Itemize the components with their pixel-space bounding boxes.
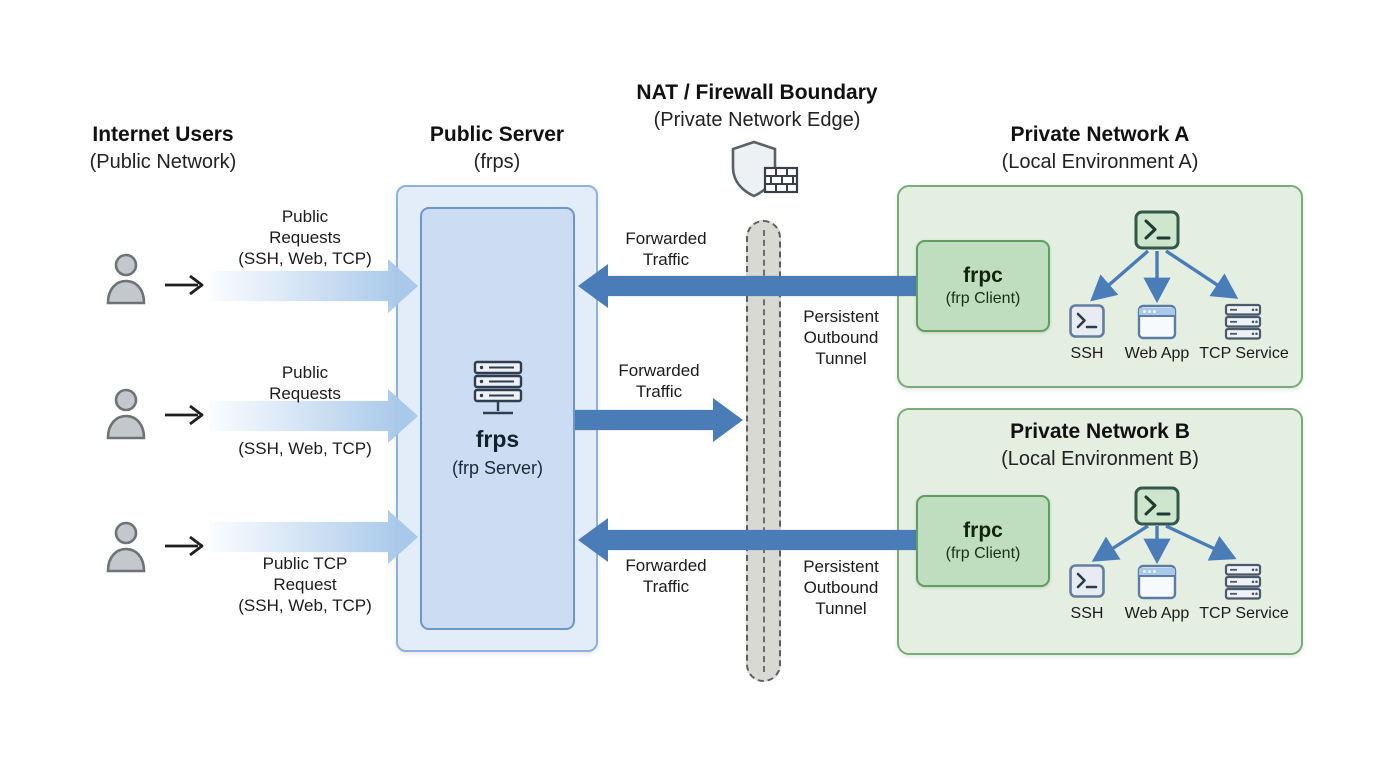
web-app-icon-b	[1137, 564, 1177, 600]
web-app-icon-a	[1137, 304, 1177, 340]
tunnel-b-l2: Outbound	[803, 578, 879, 597]
request-3-line2: Request	[273, 575, 337, 594]
service-label-ssh-a: SSH	[1070, 345, 1104, 362]
user-arrow-icon-3	[162, 533, 206, 559]
request-2-line1: Public	[281, 363, 329, 382]
server-rack-icon	[462, 359, 534, 421]
network-a-title: Private Network A	[1010, 123, 1190, 146]
public-server-title: Public Server	[429, 123, 565, 146]
tunnel-b-l1: Persistent	[803, 557, 879, 576]
user-arrow-icon-2	[162, 402, 206, 428]
fanout-arrows-a	[1050, 248, 1280, 308]
request-label-2-top: Public Requests	[205, 362, 405, 404]
nat-boundary-subtitle: (Private Network Edge)	[653, 109, 861, 131]
forwarded-top-l1: Forwarded	[625, 229, 707, 248]
service-label-webapp-b: Web App	[1124, 605, 1190, 622]
service-label-tcp-b: TCP Service	[1199, 605, 1289, 622]
ssh-icon-a	[1069, 304, 1105, 338]
service-label-tcp-a: TCP Service	[1199, 345, 1289, 362]
fanout-arrows-b	[1050, 524, 1280, 568]
service-label-webapp-a: Web App	[1124, 345, 1190, 362]
tunnel-label-a: Persistent Outbound Tunnel	[771, 306, 911, 369]
forwarded-mid-l2: Traffic	[635, 382, 683, 401]
request-label-3: Public TCP Request (SSH, Web, TCP)	[205, 553, 405, 616]
firewall-shield-icon	[727, 138, 801, 206]
forwarded-arrow-mid	[575, 398, 743, 442]
user-icon-2	[100, 385, 152, 443]
terminal-icon-a	[1134, 210, 1180, 250]
forwarded-traffic-label-bottom: Forwarded Traffic	[566, 555, 766, 597]
internet-users-heading: Internet Users (Public Network)	[13, 120, 313, 176]
network-a-subtitle: (Local Environment A)	[1001, 151, 1199, 173]
nat-boundary-heading: NAT / Firewall Boundary (Private Network…	[592, 78, 922, 134]
internet-users-subtitle: (Public Network)	[89, 151, 237, 173]
frpc-a-name: frpc	[963, 264, 1003, 287]
network-a-heading: Private Network A (Local Environment A)	[950, 120, 1250, 176]
request-1-line1: Public	[281, 207, 329, 226]
request-label-2-bottom: (SSH, Web, TCP)	[205, 438, 405, 459]
user-arrow-icon-1	[162, 272, 206, 298]
request-3-line3: (SSH, Web, TCP)	[238, 596, 372, 615]
tunnel-a-l3: Tunnel	[815, 349, 867, 368]
tunnel-a-l1: Persistent	[803, 307, 879, 326]
forwarded-top-l2: Traffic	[642, 250, 690, 269]
frps-node-name: frps	[475, 425, 520, 452]
network-b-box	[897, 408, 1303, 655]
user-icon-1	[100, 250, 152, 308]
tunnel-b-l3: Tunnel	[815, 599, 867, 618]
forwarded-bot-l1: Forwarded	[625, 556, 707, 575]
request-1-line2: Requests	[269, 228, 341, 247]
terminal-icon-b	[1134, 486, 1180, 526]
forwarded-mid-l1: Forwarded	[618, 361, 700, 380]
request-label-1: Public Requests (SSH, Web, TCP)	[205, 206, 405, 269]
internet-users-title: Internet Users	[92, 123, 234, 146]
request-2-line2: Requests	[269, 384, 341, 403]
request-3-line1: Public TCP	[262, 554, 348, 573]
frpc-b-sub: (frp Client)	[945, 545, 1021, 562]
tcp-service-icon-a	[1223, 302, 1263, 342]
forwarded-bot-l2: Traffic	[642, 577, 690, 596]
forwarded-traffic-label-mid: Forwarded Traffic	[559, 360, 759, 402]
frps-node: frps (frp Server)	[420, 207, 575, 630]
request-2-line3: (SSH, Web, TCP)	[238, 439, 372, 458]
ssh-icon-b	[1069, 564, 1105, 598]
public-server-subtitle: (frps)	[473, 151, 521, 173]
network-b-heading: Private Network B (Local Environment B)	[950, 417, 1250, 473]
frpc-node-b: frpc (frp Client)	[916, 495, 1050, 587]
service-label-ssh-b: SSH	[1070, 605, 1104, 622]
nat-boundary-title: NAT / Firewall Boundary	[636, 81, 878, 104]
network-b-title: Private Network B	[1010, 420, 1190, 443]
tcp-service-icon-b	[1223, 562, 1263, 602]
public-server-heading: Public Server (frps)	[347, 120, 647, 176]
frps-node-sub: (frp Server)	[451, 457, 543, 478]
frpc-a-sub: (frp Client)	[945, 290, 1021, 307]
tunnel-a-l2: Outbound	[803, 328, 879, 347]
forwarded-traffic-label-top: Forwarded Traffic	[566, 228, 766, 270]
tunnel-label-b: Persistent Outbound Tunnel	[771, 556, 911, 619]
frpc-b-name: frpc	[963, 519, 1003, 542]
request-1-line3: (SSH, Web, TCP)	[238, 249, 372, 268]
frpc-node-a: frpc (frp Client)	[916, 240, 1050, 332]
nat-boundary-bar	[746, 220, 781, 682]
network-b-subtitle: (Local Environment B)	[1001, 448, 1199, 470]
user-icon-3	[100, 518, 152, 576]
